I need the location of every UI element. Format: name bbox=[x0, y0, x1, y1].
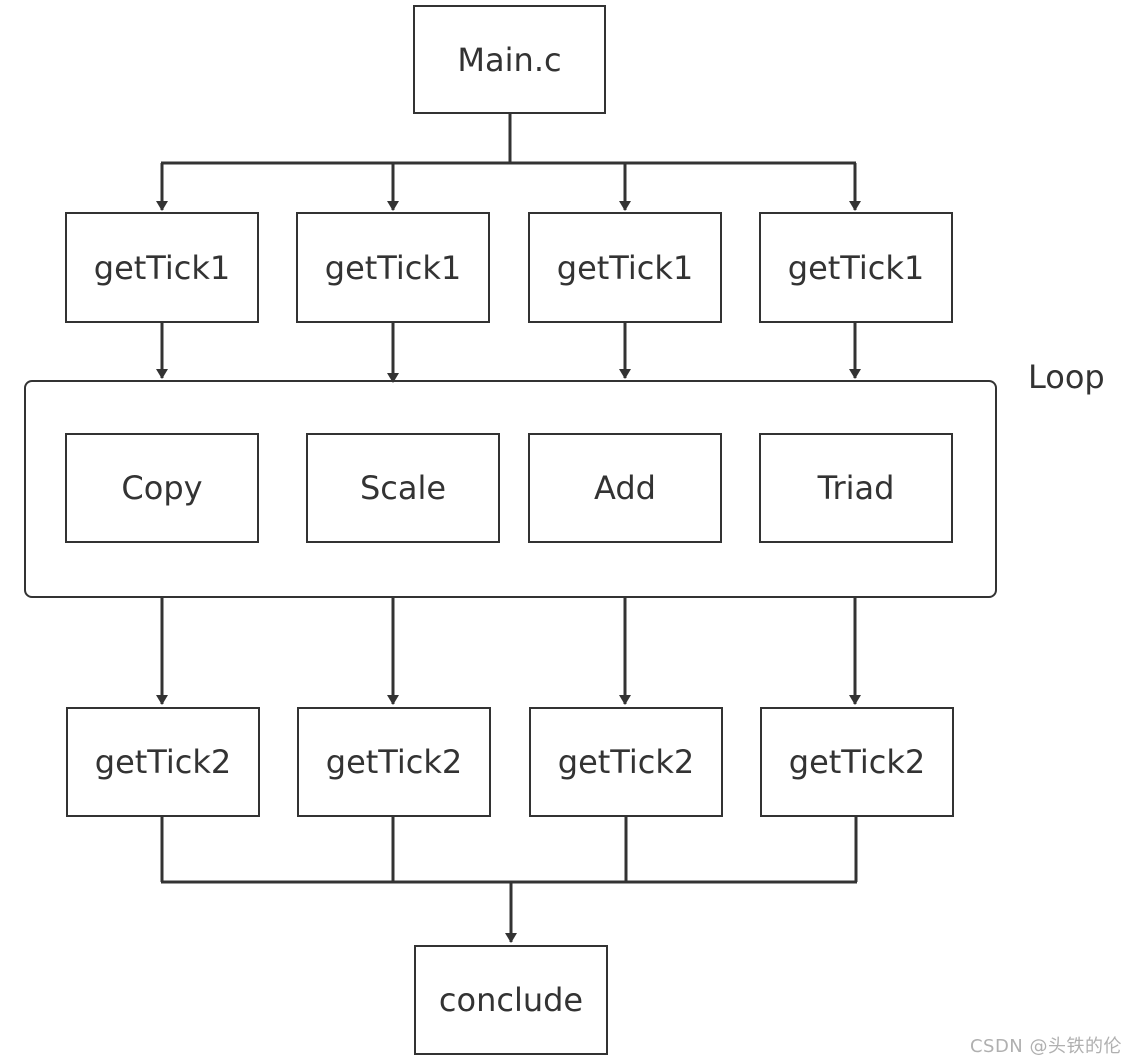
node-add: Add bbox=[528, 433, 722, 543]
loop-container bbox=[24, 380, 997, 598]
node-scale: Scale bbox=[306, 433, 500, 543]
node-gettick2-2: getTick2 bbox=[297, 707, 491, 817]
watermark-text: CSDN @头铁的伦 bbox=[969, 1036, 1122, 1057]
node-copy: Copy bbox=[65, 433, 259, 543]
node-gettick1-2: getTick1 bbox=[296, 212, 490, 323]
node-main-c: Main.c bbox=[413, 5, 606, 114]
node-gettick1-4: getTick1 bbox=[759, 212, 953, 323]
node-gettick1-1: getTick1 bbox=[65, 212, 259, 323]
loop-label: Loop bbox=[1028, 358, 1105, 396]
node-conclude: conclude bbox=[414, 945, 608, 1055]
node-gettick2-1: getTick2 bbox=[66, 707, 260, 817]
node-triad: Triad bbox=[759, 433, 953, 543]
node-gettick2-4: getTick2 bbox=[760, 707, 954, 817]
node-gettick2-3: getTick2 bbox=[529, 707, 723, 817]
node-gettick1-3: getTick1 bbox=[528, 212, 722, 323]
